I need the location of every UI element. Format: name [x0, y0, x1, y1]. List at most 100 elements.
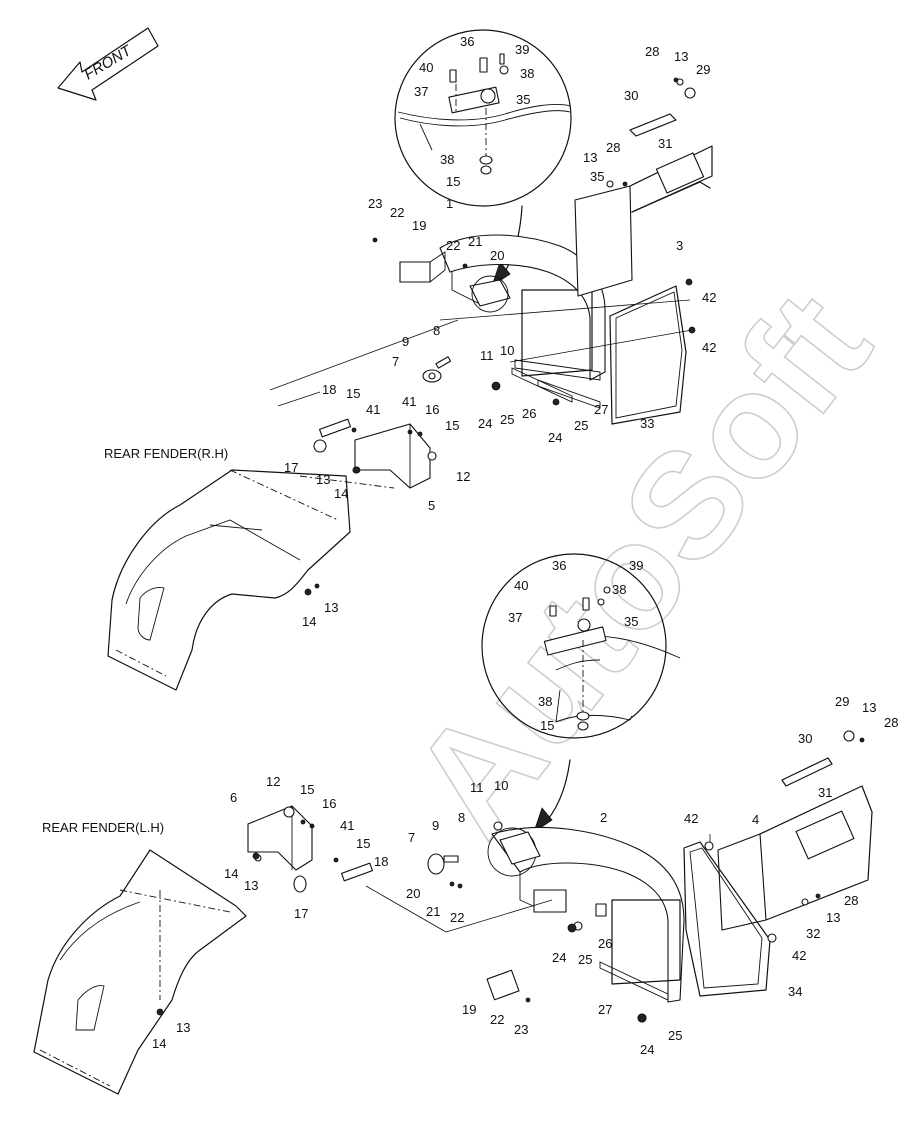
- callout: 35: [624, 614, 638, 629]
- callout: 13: [324, 600, 338, 615]
- callout: 6: [230, 790, 237, 805]
- callout: 7: [408, 830, 415, 845]
- callout: 40: [419, 60, 433, 75]
- callouts-lh-detail: 36 39 40 38 37 35 38 15: [508, 558, 643, 733]
- callout: 13: [674, 49, 688, 64]
- callout: 12: [456, 469, 470, 484]
- callout: 20: [490, 248, 504, 263]
- callout: 25: [574, 418, 588, 433]
- callout: 16: [322, 796, 336, 811]
- callout: 22: [446, 238, 460, 253]
- callout: 25: [668, 1028, 682, 1043]
- callout: 25: [500, 412, 514, 427]
- callout: 14: [302, 614, 316, 629]
- callout: 10: [500, 343, 514, 358]
- callout: 11: [470, 780, 484, 795]
- callout: 30: [798, 731, 812, 746]
- callout: 29: [696, 62, 710, 77]
- callout: 16: [425, 402, 439, 417]
- callout: 13: [826, 910, 840, 925]
- mud-flap-rh: [439, 285, 693, 425]
- callout: 15: [446, 174, 460, 189]
- callout: 41: [366, 402, 380, 417]
- fender-rh-main: [399, 234, 606, 409]
- callout: 26: [522, 406, 536, 421]
- callout: 28: [645, 44, 659, 59]
- callout: 18: [374, 854, 388, 869]
- fender-lh-main: [487, 826, 685, 1023]
- callout: 42: [792, 948, 806, 963]
- callouts-rh-detail: 36 39 40 38 37 35 38 15: [414, 34, 534, 189]
- callout: 25: [578, 952, 592, 967]
- callout: 39: [515, 42, 529, 57]
- bracket-rh-lamp: [313, 356, 452, 489]
- callout: 38: [520, 66, 534, 81]
- callout: 15: [346, 386, 360, 401]
- callout: 20: [406, 886, 420, 901]
- callout: 22: [390, 205, 404, 220]
- callout: 13: [583, 150, 597, 165]
- callout: 8: [458, 810, 465, 825]
- callout: 24: [478, 416, 492, 431]
- mud-flap-lh: [683, 834, 777, 997]
- callout: 4: [752, 812, 759, 827]
- callout: 14: [152, 1036, 166, 1051]
- callout: 13: [862, 700, 876, 715]
- section-label-rh: REAR FENDER(R.H): [104, 446, 228, 461]
- callout: 24: [548, 430, 562, 445]
- callout: 42: [684, 811, 698, 826]
- callouts-rh-main: 1 23 22 19 22 21 20 28 13 29 30 31 13 28…: [284, 44, 716, 629]
- callout: 33: [640, 416, 654, 431]
- hardware-marks: [156, 77, 865, 1023]
- callout: 35: [516, 92, 530, 107]
- front-arrow-label: FRONT: [81, 41, 136, 83]
- callout: 14: [224, 866, 238, 881]
- callout: 17: [284, 460, 298, 475]
- callout: 3: [676, 238, 683, 253]
- callout: 13: [316, 472, 330, 487]
- callout: 23: [368, 196, 382, 211]
- callout: 18: [322, 382, 336, 397]
- callout: 30: [624, 88, 638, 103]
- callout: 9: [402, 334, 409, 349]
- callout: 19: [412, 218, 426, 233]
- callout: 39: [629, 558, 643, 573]
- callout: 7: [392, 354, 399, 369]
- detail-circle-rh: [394, 29, 572, 287]
- detail-circle-lh: [481, 553, 681, 833]
- callout: 13: [244, 878, 258, 893]
- callout: 15: [445, 418, 459, 433]
- callout: 27: [594, 402, 608, 417]
- callout: 14: [334, 486, 348, 501]
- callout: 19: [462, 1002, 476, 1017]
- callout: 24: [640, 1042, 654, 1057]
- callout: 28: [606, 140, 620, 155]
- callout: 9: [432, 818, 439, 833]
- callout: 38: [538, 694, 552, 709]
- callout: 42: [702, 290, 716, 305]
- callout: 26: [598, 936, 612, 951]
- callout: 41: [402, 394, 416, 409]
- callout: 22: [490, 1012, 504, 1027]
- callout: 31: [658, 136, 672, 151]
- section-label-lh: REAR FENDER(L.H): [42, 820, 164, 835]
- callout: 38: [440, 152, 454, 167]
- callout: 38: [612, 582, 626, 597]
- callout: 41: [340, 818, 354, 833]
- front-arrow-icon: FRONT: [57, 27, 159, 101]
- callout: 2: [600, 810, 607, 825]
- callout: 37: [414, 84, 428, 99]
- callout: 10: [494, 778, 508, 793]
- callout: 15: [356, 836, 370, 851]
- callout: 37: [508, 610, 522, 625]
- callout: 22: [450, 910, 464, 925]
- callout: 35: [590, 169, 604, 184]
- bracket-rh: [574, 78, 713, 297]
- callout: 29: [835, 694, 849, 709]
- callout: 28: [844, 893, 858, 908]
- callout: 24: [552, 950, 566, 965]
- callout: 17: [294, 906, 308, 921]
- callout: 27: [598, 1002, 612, 1017]
- callout: 1: [446, 196, 453, 211]
